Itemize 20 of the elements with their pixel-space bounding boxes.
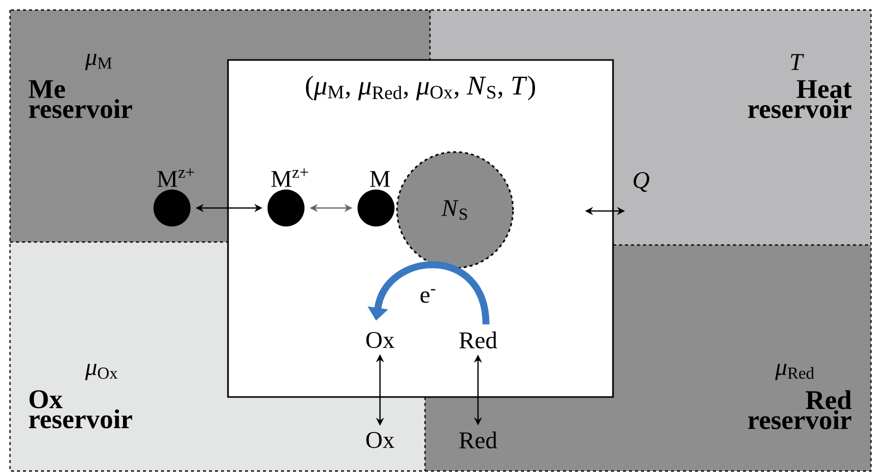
variable-label: μ$_{M}$ — [85, 54, 112, 70]
particle-label: M — [370, 171, 390, 187]
species-label: Red — [459, 432, 498, 448]
particle-label: M$^{z+}$ — [157, 168, 194, 187]
particle-label: M$^{z+}$ — [271, 168, 308, 187]
edge-label: e$^{-}$ — [420, 289, 436, 303]
edge-label: Q — [634, 172, 650, 192]
reservoir-label: Ox reservoir — [28, 390, 132, 428]
reservoir-band — [10, 10, 430, 242]
variable-label: μ$_{Red}$ — [775, 364, 814, 380]
variable-label: T — [790, 54, 804, 70]
species-label: Ox — [366, 432, 394, 448]
reservoir-label: Me reservoir — [28, 80, 132, 118]
species-label: Red — [459, 332, 498, 348]
reservoir-label: Heat reservoir — [748, 80, 852, 118]
reservoir-label: Red reservoir — [748, 390, 852, 430]
variable-label: μ$_{Ox}$ — [85, 364, 118, 380]
species-label: Ox — [366, 332, 394, 348]
reservoir-band — [430, 10, 871, 245]
variable-tuple: (μ$_{M}$, μ$_{Red}$, μ$_{Ox}$, N$_{S}$, T) — [306, 76, 535, 100]
